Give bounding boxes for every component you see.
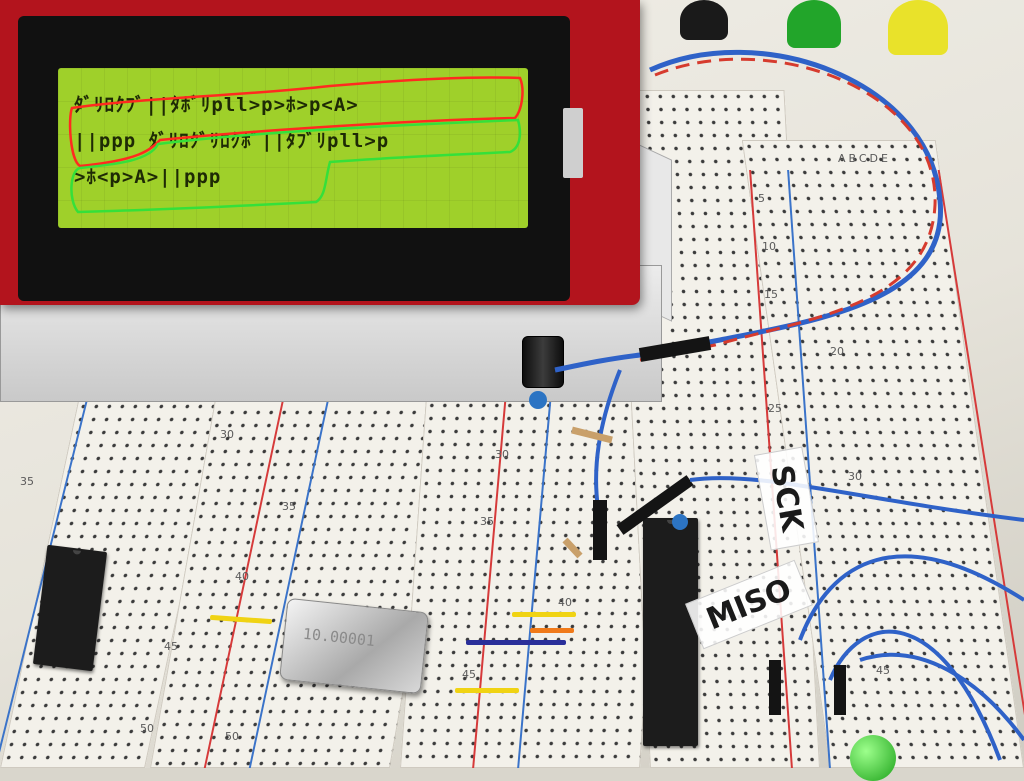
lcd-screen: ﾀﾞﾘﾛｸﾌﾞ||ﾀﾎﾞﾘpll>p>ﾎ>p<A> ||ppp ﾀﾞﾘﾛｸﾞﾘﾛ… [58, 68, 528, 228]
binding-post-yellow [888, 0, 948, 55]
row-number: 45 [164, 640, 178, 653]
microcontroller-chip [643, 518, 698, 746]
highlight-loop-red [68, 76, 524, 168]
electrolytic-capacitor [522, 336, 564, 388]
row-number: 40 [235, 570, 249, 583]
row-number: 15 [764, 288, 778, 301]
ceramic-capacitor [529, 391, 547, 409]
ceramic-capacitor [672, 514, 688, 530]
lcd-header-pins [563, 108, 583, 178]
resistor [571, 426, 613, 444]
column-letters: ABCDE [838, 152, 891, 165]
row-number: 30 [495, 448, 509, 461]
row-number: 50 [225, 730, 239, 743]
jumper-wire-orange [530, 628, 574, 633]
row-number: 35 [480, 515, 494, 528]
wire-blue [828, 629, 1002, 761]
row-number: 20 [830, 345, 844, 358]
heat-shrink [638, 336, 712, 362]
twisted-wire-blue [554, 49, 943, 373]
wire-blue [798, 554, 1024, 641]
row-number: 40 [558, 596, 572, 609]
binding-post-green [787, 0, 841, 48]
wire-blue [594, 369, 622, 521]
twisted-wire-red [639, 57, 937, 362]
jumper-wire-navy [466, 640, 566, 645]
binding-post-black [680, 0, 728, 40]
row-number: 35 [282, 500, 296, 513]
wire-blue [689, 476, 1024, 522]
row-number: 45 [876, 664, 890, 677]
jumper-wire-yellow [512, 612, 576, 617]
row-number: 45 [462, 668, 476, 681]
row-number: 10 [762, 240, 776, 253]
jumper-wire-yellow [455, 688, 519, 693]
row-number: 25 [768, 402, 782, 415]
lcd-module: ﾀﾞﾘﾛｸﾌﾞ||ﾀﾎﾞﾘpll>p>ﾎ>p<A> ||ppp ﾀﾞﾘﾛｸﾞﾘﾛ… [0, 0, 640, 305]
row-number: 50 [140, 722, 154, 735]
lcd-bezel: ﾀﾞﾘﾛｸﾌﾞ||ﾀﾎﾞﾘpll>p>ﾎ>p<A> ||ppp ﾀﾞﾘﾛｸﾞﾘﾛ… [18, 16, 570, 301]
wire-blue [859, 652, 1024, 742]
row-number: 30 [220, 428, 234, 441]
row-number: 35 [20, 475, 34, 488]
row-number: 30 [848, 470, 862, 483]
row-number: 5 [758, 192, 765, 205]
highlight-loop-green [70, 118, 522, 214]
resistor [562, 537, 583, 559]
wire-black [616, 475, 694, 535]
lcd-line-3: >ﾎ<p>A>||ppp [74, 166, 222, 188]
